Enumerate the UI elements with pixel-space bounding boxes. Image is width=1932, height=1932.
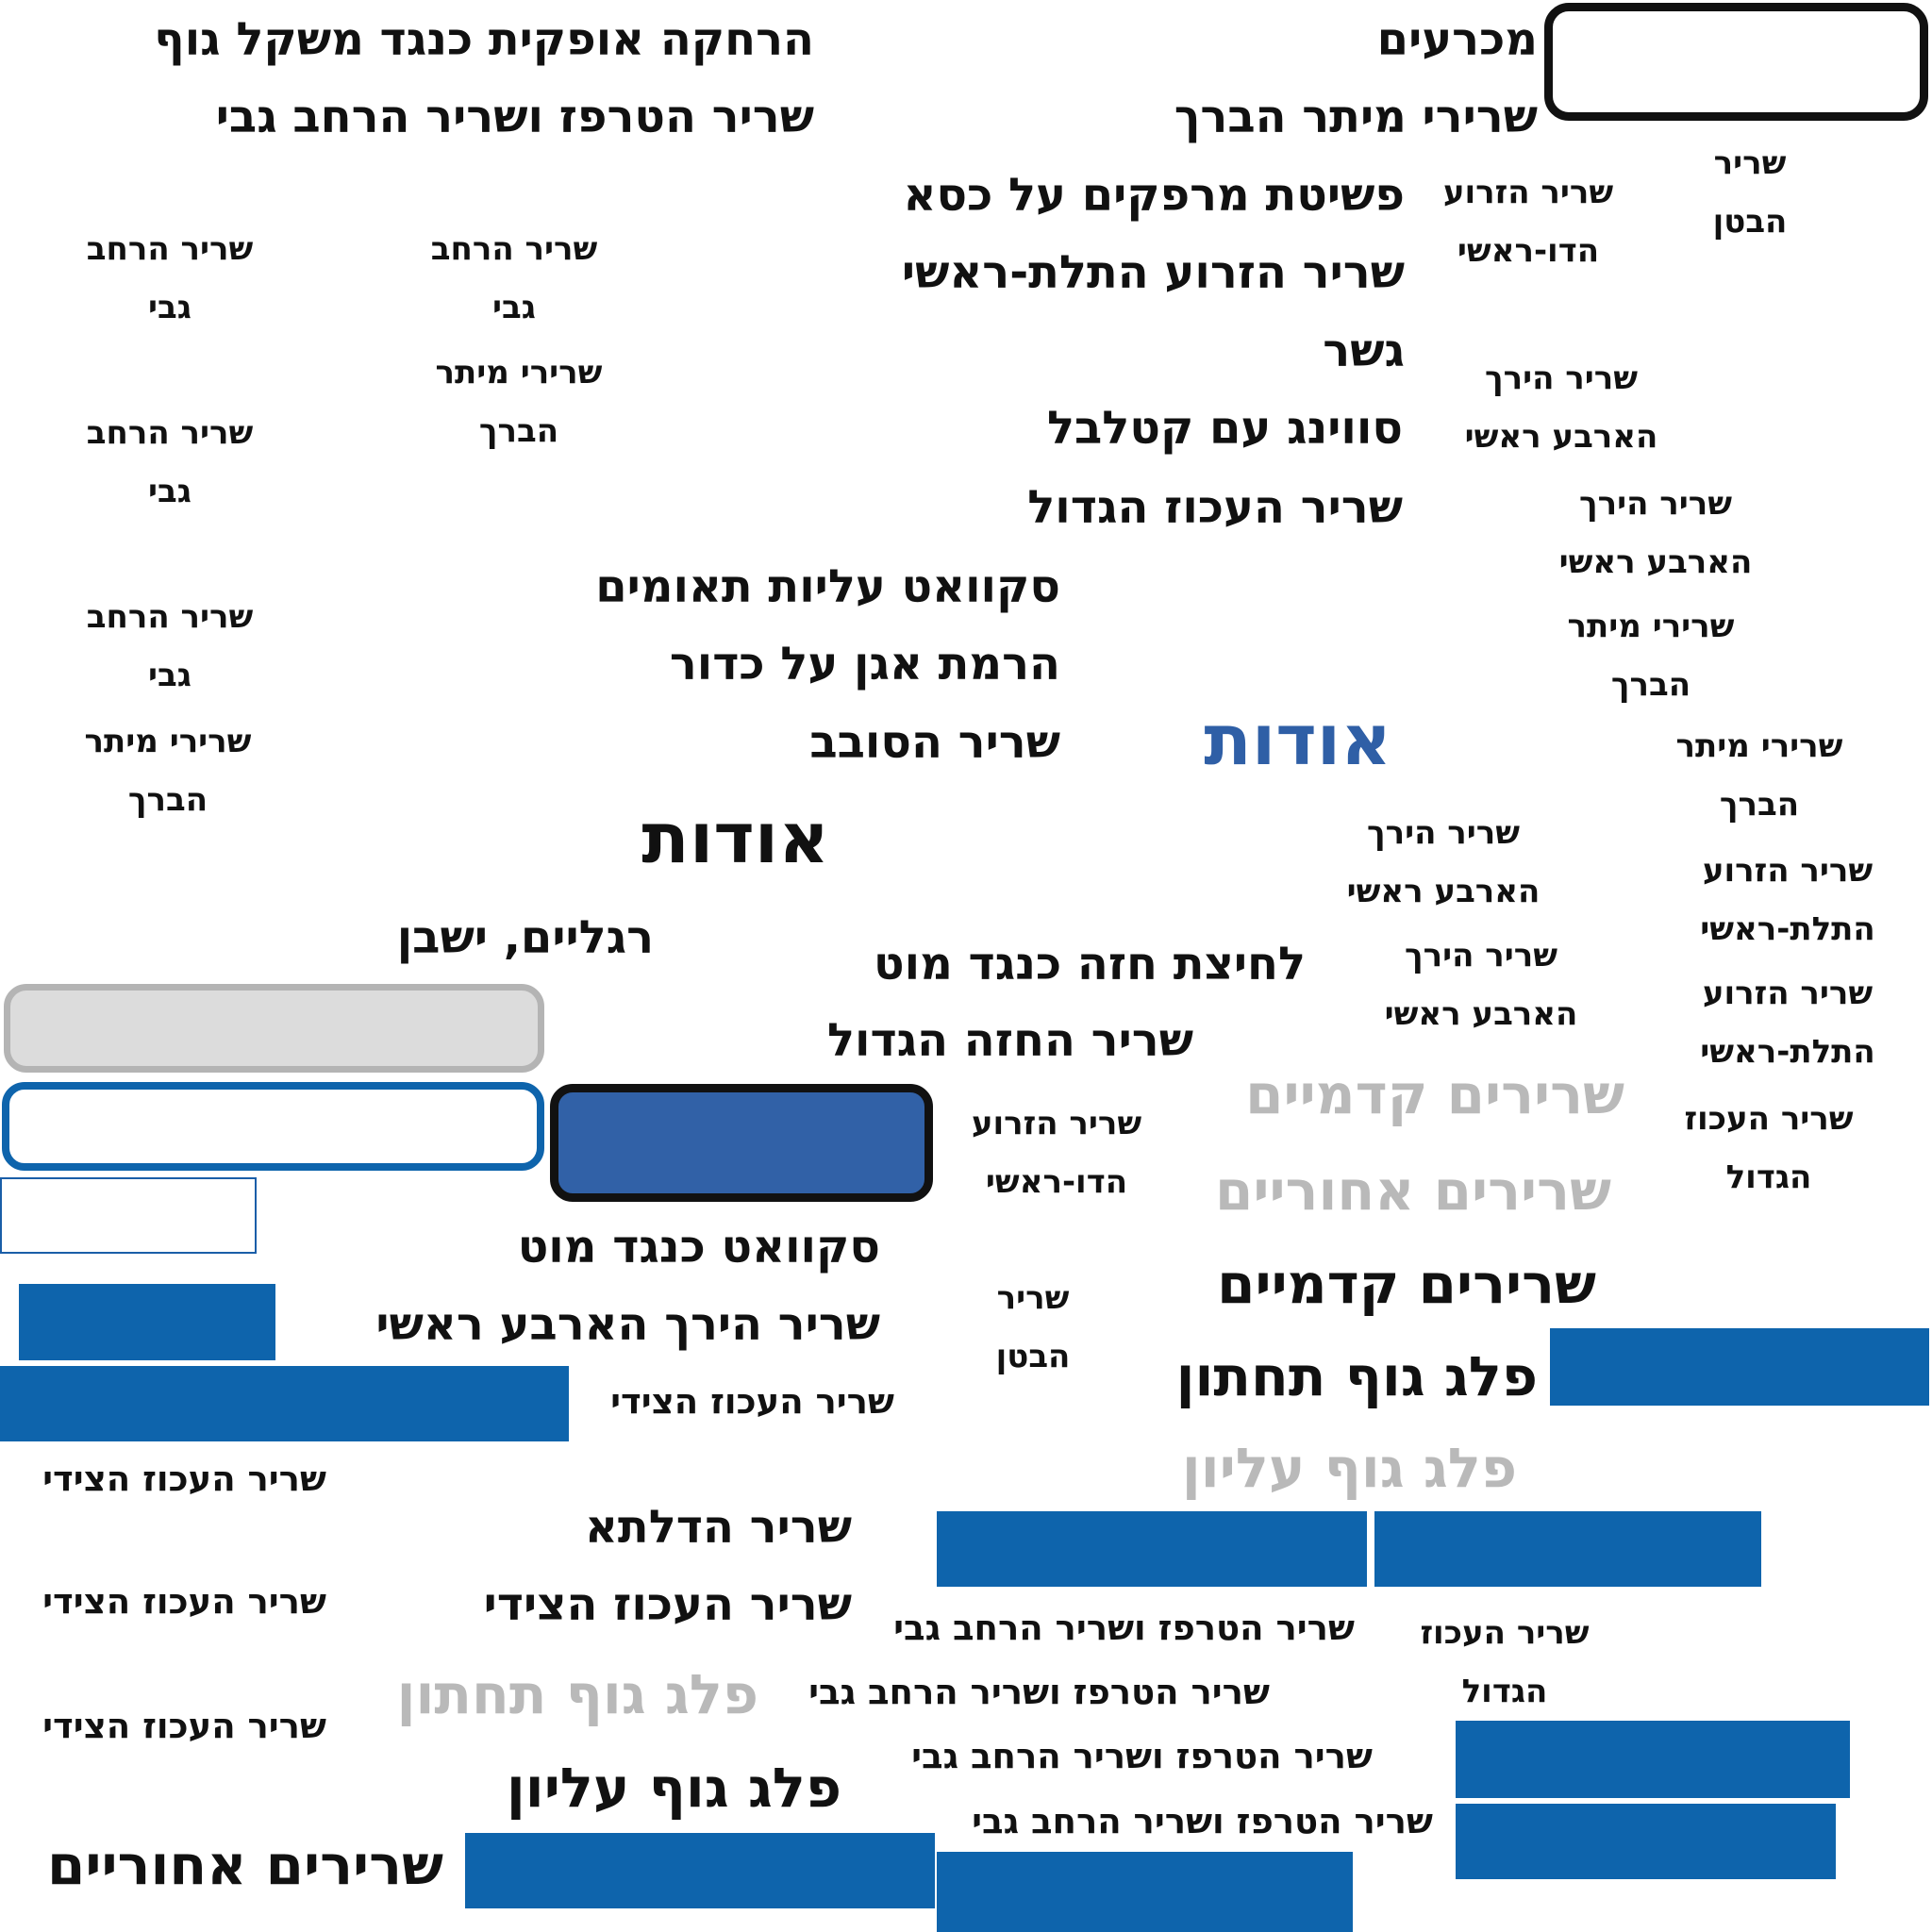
blue-outline-input[interactable] — [2, 1082, 544, 1171]
label-quadriceps: שריר הירך הארבע ראשי — [375, 1298, 880, 1351]
label-traps-lats-row: שריר הטרפז ושריר הרחב גבי — [893, 1607, 1355, 1648]
label-glute-med-left: שריר העכוז הצידי — [42, 1706, 326, 1746]
label-pelvis-ball: הרמת אגן על כדור — [669, 638, 1060, 691]
label-lats-b: שריר הרחב גבי — [430, 230, 598, 326]
label-elbows-chair: פשיטת מרפקים על כסא — [903, 169, 1406, 222]
blue-primary-button[interactable] — [550, 1084, 933, 1202]
label-traps-lats-row: שריר הטרפז ושריר הרחב גבי — [972, 1801, 1433, 1841]
label-supinator: שריר הסובב — [809, 716, 1060, 769]
label-squat-bar: סקוואט כנגד מוט — [517, 1221, 880, 1274]
about-heading-blue: אודות — [1204, 700, 1391, 781]
label-glute-med-left: שריר העכוז הצידי — [42, 1458, 326, 1499]
label-biceps-mid: שריר הזרוע הדו-ראשי — [971, 1105, 1142, 1201]
label-hamstrings-c: שרירי מיתר הברך — [435, 354, 603, 450]
label-pectoralis: שריר החזה הגדול — [826, 1014, 1193, 1067]
label-glute-med-small: שריר העכוז הצידי — [610, 1381, 894, 1422]
label-abs-mid: שריר הבטן — [995, 1279, 1071, 1375]
label-lower-body: פלג גוף תחתון — [1175, 1344, 1538, 1408]
label-quads-d: שריר הירך הארבע ראשי — [1384, 937, 1578, 1033]
label-gluteus-b: שריר העכוז הגדול — [1420, 1614, 1590, 1710]
label-chest-press: לחיצת חזה כנגד מוט — [874, 938, 1306, 991]
label-triceps-a: שריר הזרוע התלת-ראשי — [1700, 852, 1875, 948]
top-right-outline-button[interactable] — [1544, 3, 1928, 121]
blue-block[interactable] — [937, 1852, 1353, 1932]
label-bridge: גשר — [1323, 325, 1405, 377]
label-lower-body-gray: פלג גוף תחתון — [396, 1662, 758, 1726]
thin-outline-box[interactable] — [0, 1177, 257, 1254]
label-hamstrings-b: שרירי מיתר הברך — [1675, 727, 1843, 824]
label-twin-squat: סקוואט עליות תאומים — [595, 560, 1060, 613]
label-quads-b: שריר הירך הארבע ראשי — [1558, 485, 1753, 581]
label-upper-body-gray: פלג גוף עליון — [1181, 1436, 1517, 1500]
label-posterior-muscles: שרירים אחוריים — [47, 1833, 443, 1897]
label-horizontal-distance: הרחקה אופקית כנגד משקל גוף — [154, 13, 814, 66]
label-quads-c: שריר הירך הארבע ראשי — [1346, 814, 1541, 910]
label-quads-a: שריר הירך הארבע ראשי — [1464, 359, 1658, 456]
label-triceps-b: שריר הזרוע התלת-ראשי — [1700, 974, 1875, 1071]
label-abs-top: שריר הבטן — [1712, 144, 1788, 241]
label-anterior-muscles-gray: שרירים קדמיים — [1245, 1062, 1624, 1126]
label-lats-d: שריר הרחב גבי — [86, 598, 254, 694]
label-anterior-muscles: שרירים קדמיים — [1217, 1252, 1596, 1316]
label-gluteus-maximus: שריר העכוז הגדול — [1027, 481, 1403, 534]
blue-block[interactable] — [1456, 1721, 1850, 1798]
blue-block[interactable] — [0, 1366, 569, 1441]
label-traps-lats-row: שריר הטרפז ושריר הרחב גבי — [808, 1672, 1270, 1712]
blue-block[interactable] — [937, 1511, 1367, 1587]
label-legs-glutes: רגליים, ישבן — [396, 911, 654, 964]
label-traps-lats: שריר הטרפז ושריר הרחב גבי — [215, 91, 814, 143]
label-glute-med-left: שריר העכוז הצידי — [42, 1581, 326, 1622]
label-dips: מכרעים — [1376, 13, 1538, 66]
label-posterior-muscles-gray: שרירים אחוריים — [1215, 1158, 1611, 1223]
label-biceps-top: שריר הזרוע הדו-ראשי — [1442, 174, 1614, 270]
blue-block[interactable] — [1550, 1328, 1929, 1406]
blue-block[interactable] — [19, 1284, 275, 1360]
label-hamstrings-a: שרירי מיתר הברך — [1567, 608, 1735, 704]
blue-block[interactable] — [1374, 1511, 1761, 1587]
label-hamstrings-d: שרירי מיתר הברך — [84, 723, 252, 819]
label-traps-lats-row: שריר הטרפז ושריר הרחב גבי — [911, 1736, 1373, 1776]
label-gluteus-a: שריר העכוז הגדול — [1684, 1100, 1854, 1196]
label-lats-a: שריר הרחב גבי — [86, 230, 254, 326]
gray-disabled-button[interactable] — [4, 984, 544, 1073]
label-triceps: שריר הזרוע התלת-ראשי — [901, 246, 1405, 299]
about-heading-dark: אודות — [641, 798, 829, 879]
label-kettlebell-swing: סווינג עם קטלבל — [1046, 402, 1403, 455]
blue-block[interactable] — [465, 1833, 935, 1908]
label-glute-med-large: שריר העכוז הצידי — [483, 1578, 852, 1631]
label-deltoid: שריר הדלתא — [584, 1501, 852, 1554]
label-hamstrings-top: שרירי מיתר הברך — [1174, 91, 1538, 143]
blue-block[interactable] — [1456, 1804, 1836, 1879]
label-lats-c: שריר הרחב גבי — [86, 414, 254, 510]
label-upper-body: פלג גוף עליון — [506, 1756, 841, 1820]
